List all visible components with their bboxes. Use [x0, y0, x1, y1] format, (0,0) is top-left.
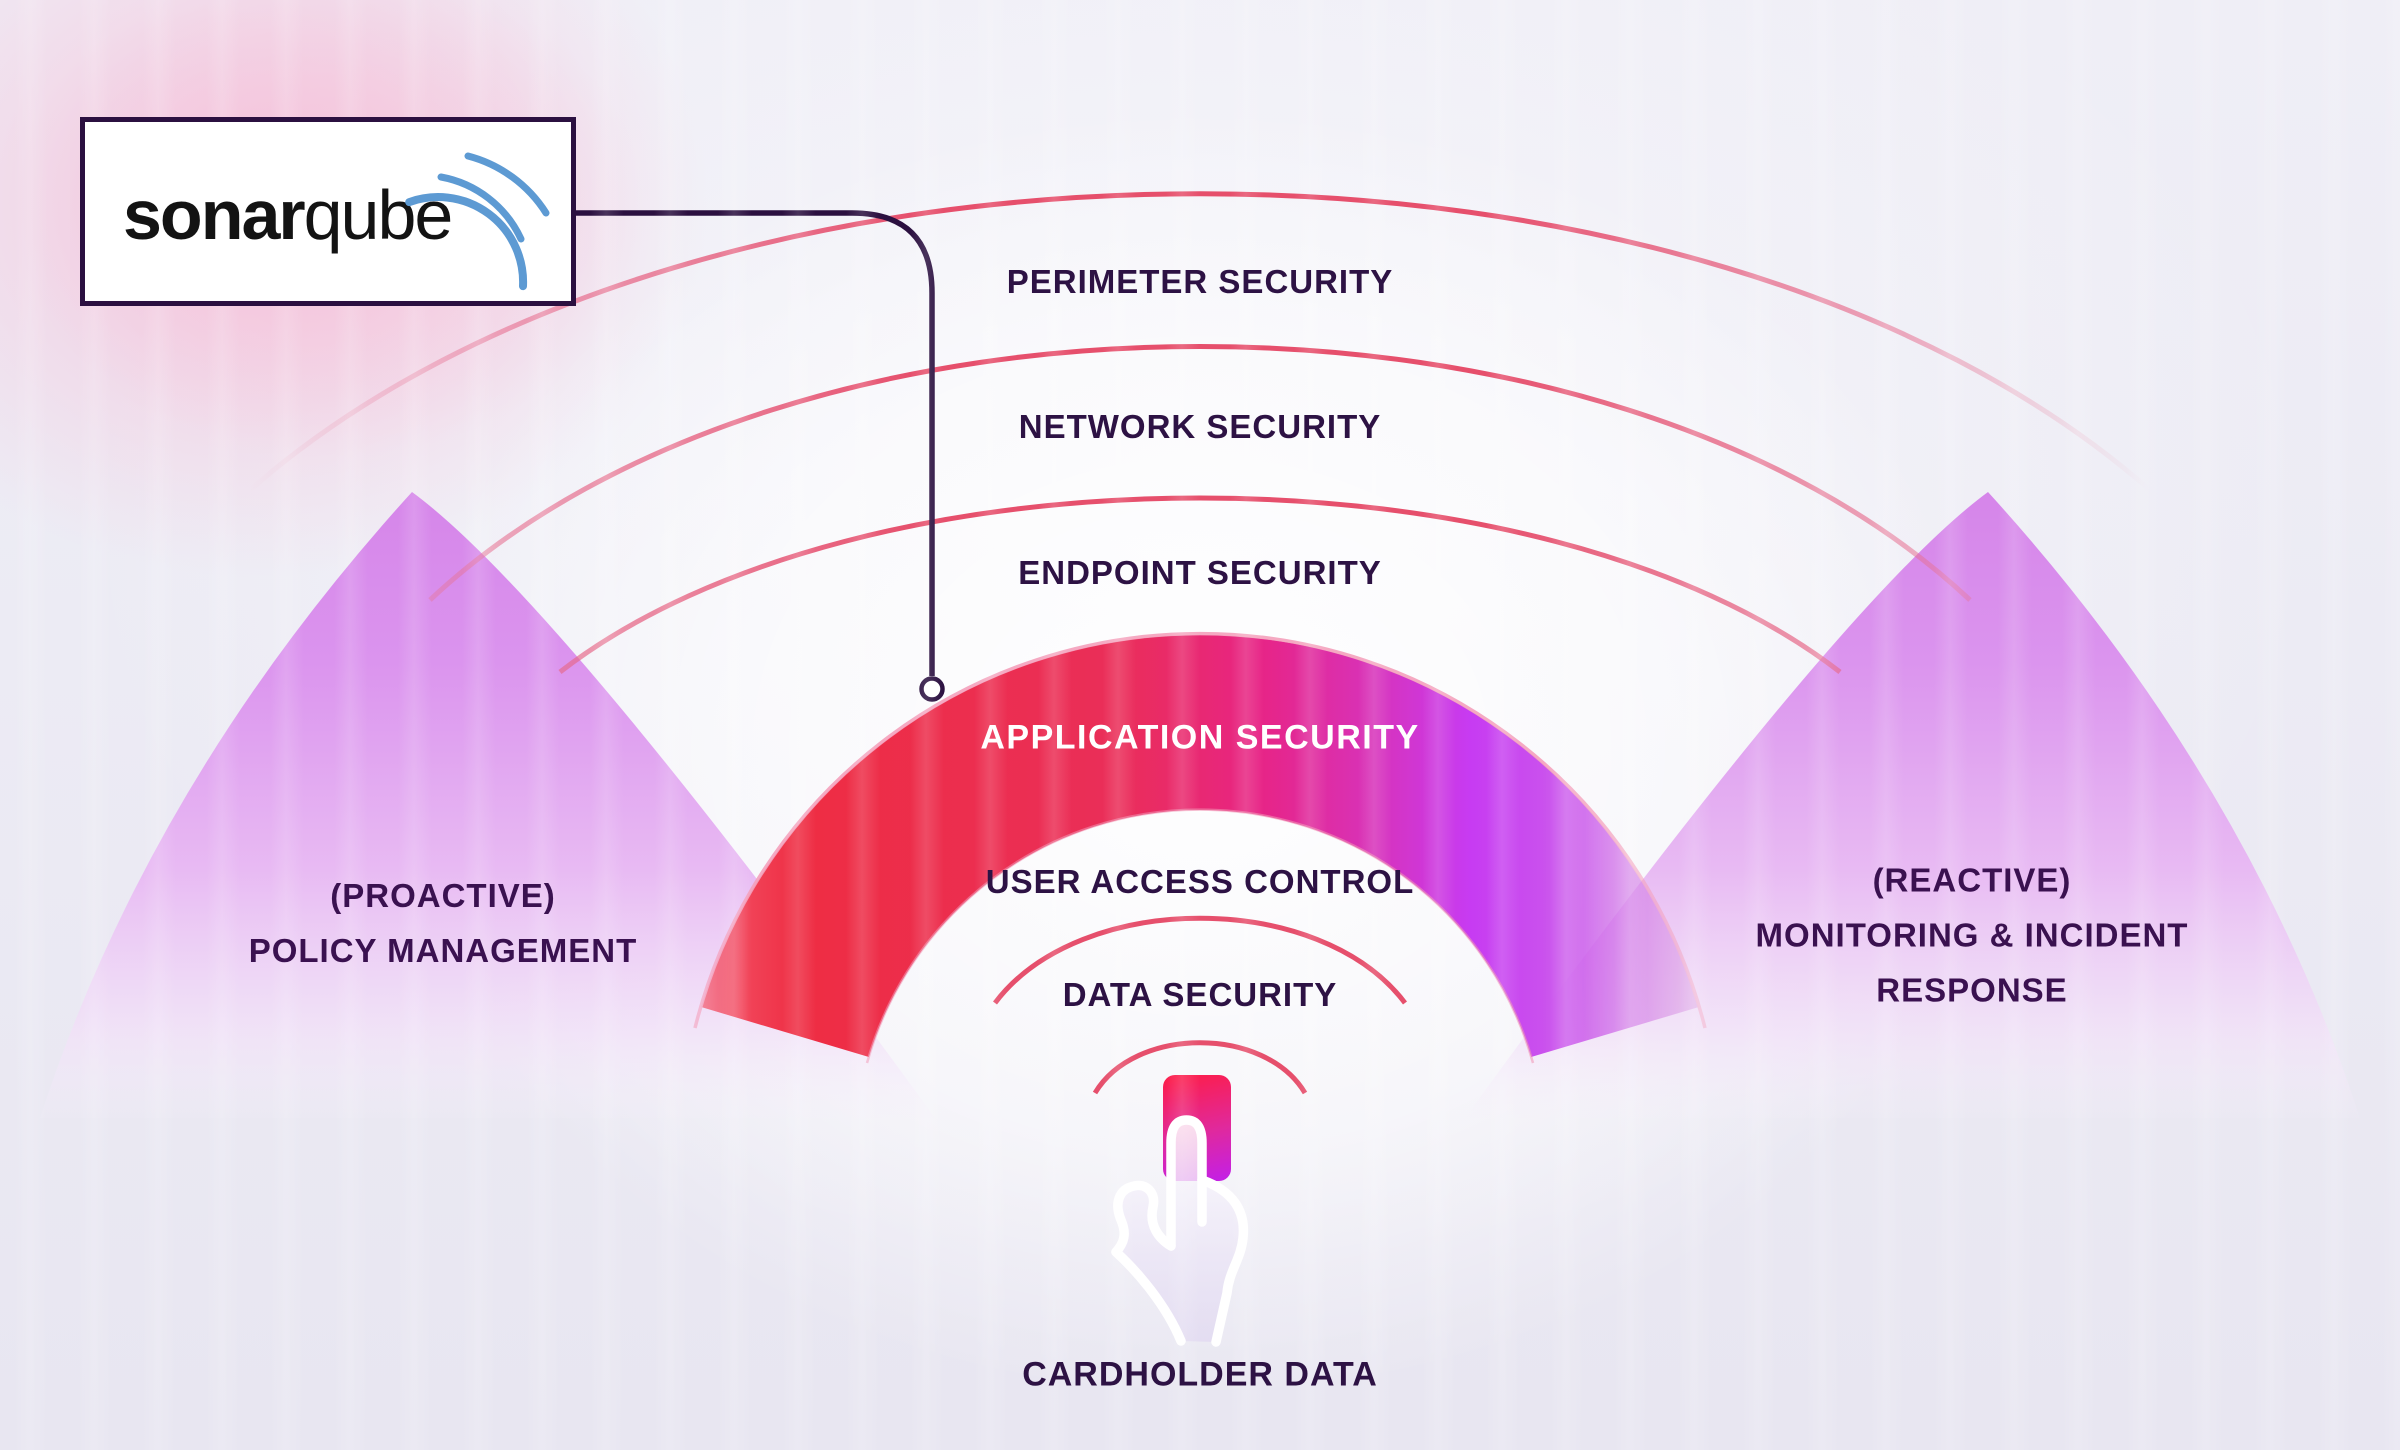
right-wedge-shape [1465, 492, 2360, 1118]
sonarqube-logo: sonarqube [123, 180, 453, 250]
arc-endpoint [558, 495, 1842, 674]
layer-label-perimeter-security: PERIMETER SECURITY [1006, 263, 1394, 300]
core-label-cardholder-data: CARDHOLDER DATA [1022, 1355, 1378, 1394]
application-band-inner-edge [865, 808, 1535, 1064]
layer-label-data-security: DATA SECURITY [1062, 976, 1338, 1013]
touch-hand-icon [1111, 1115, 1249, 1347]
layer-label-application-security: APPLICATION SECURITY [980, 718, 1420, 757]
logo-text-light: qube [303, 175, 454, 254]
arc-data-security [1092, 1040, 1308, 1095]
layer-label-user-access-control: USER ACCESS CONTROL [985, 863, 1415, 900]
arc-network [428, 344, 1972, 602]
cardholder-data-group [1111, 1075, 1249, 1347]
logo-text-bold: sonar [123, 175, 306, 254]
connector-dot [919, 676, 945, 702]
application-band-outer-edge [693, 631, 1707, 1029]
arc-user-access [993, 915, 1407, 1005]
left-wedge-caption: (PROACTIVE) POLICY MANAGEMENT [249, 868, 638, 978]
left-wedge-title: POLICY MANAGEMENT [248, 932, 638, 969]
right-wedge-caption: (REACTIVE) MONITORING & INCIDENT RESPONS… [1756, 853, 2189, 1018]
left-wedge-shape [40, 492, 935, 1118]
sonarqube-logo-box: sonarqube [80, 117, 576, 306]
application-security-band [701, 635, 1699, 1058]
right-wedge-tag: (REACTIVE) [1872, 861, 2072, 899]
left-wedge-tag: (PROACTIVE) [330, 877, 556, 914]
sonar-waves-icon [405, 152, 550, 291]
right-wedge-title-line1: MONITORING & INCIDENT [1755, 916, 2189, 954]
right-wedge-title-line2: RESPONSE [1876, 971, 2068, 1009]
layer-label-network-security: NETWORK SECURITY [1018, 408, 1382, 445]
arc-perimeter [248, 191, 2152, 492]
callout-connector [575, 210, 945, 702]
layer-label-endpoint-security: ENDPOINT SECURITY [1018, 554, 1382, 591]
